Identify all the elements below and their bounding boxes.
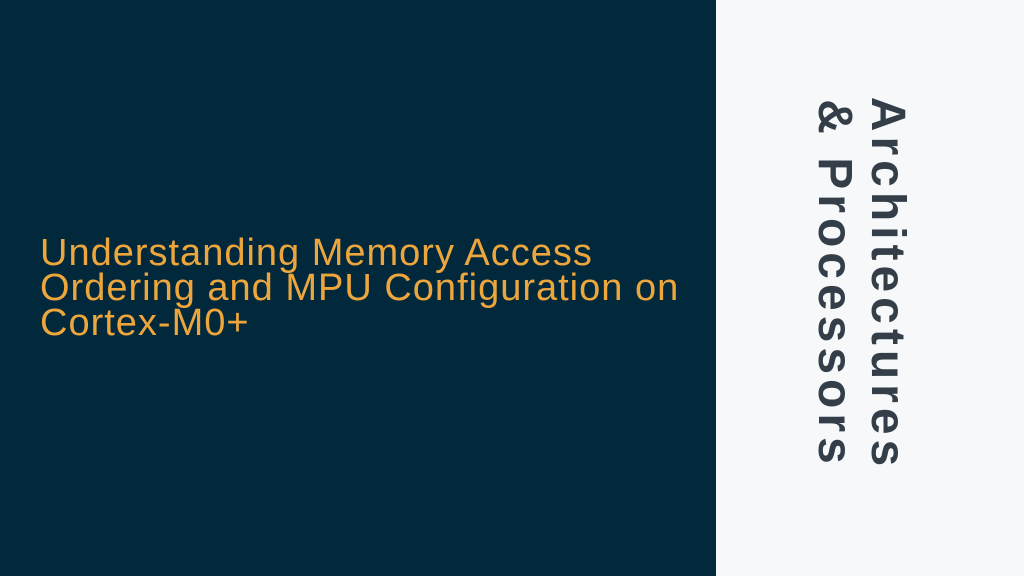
slide-title-line-1: Understanding Memory Access: [40, 231, 593, 274]
slide-title: Understanding Memory Access Ordering and…: [0, 231, 689, 344]
category-banner-line-2: & Processors: [808, 99, 861, 469]
category-banner-line-1: Architectures: [861, 96, 914, 472]
category-banner: Architectures & Processors: [808, 97, 914, 471]
slide-title-line-2: Ordering and MPU Configuration on: [40, 266, 680, 309]
side-panel: Architectures & Processors: [716, 0, 1024, 576]
title-panel: Understanding Memory Access Ordering and…: [0, 231, 689, 344]
slide-title-line-3: Cortex-M0+: [40, 301, 250, 344]
